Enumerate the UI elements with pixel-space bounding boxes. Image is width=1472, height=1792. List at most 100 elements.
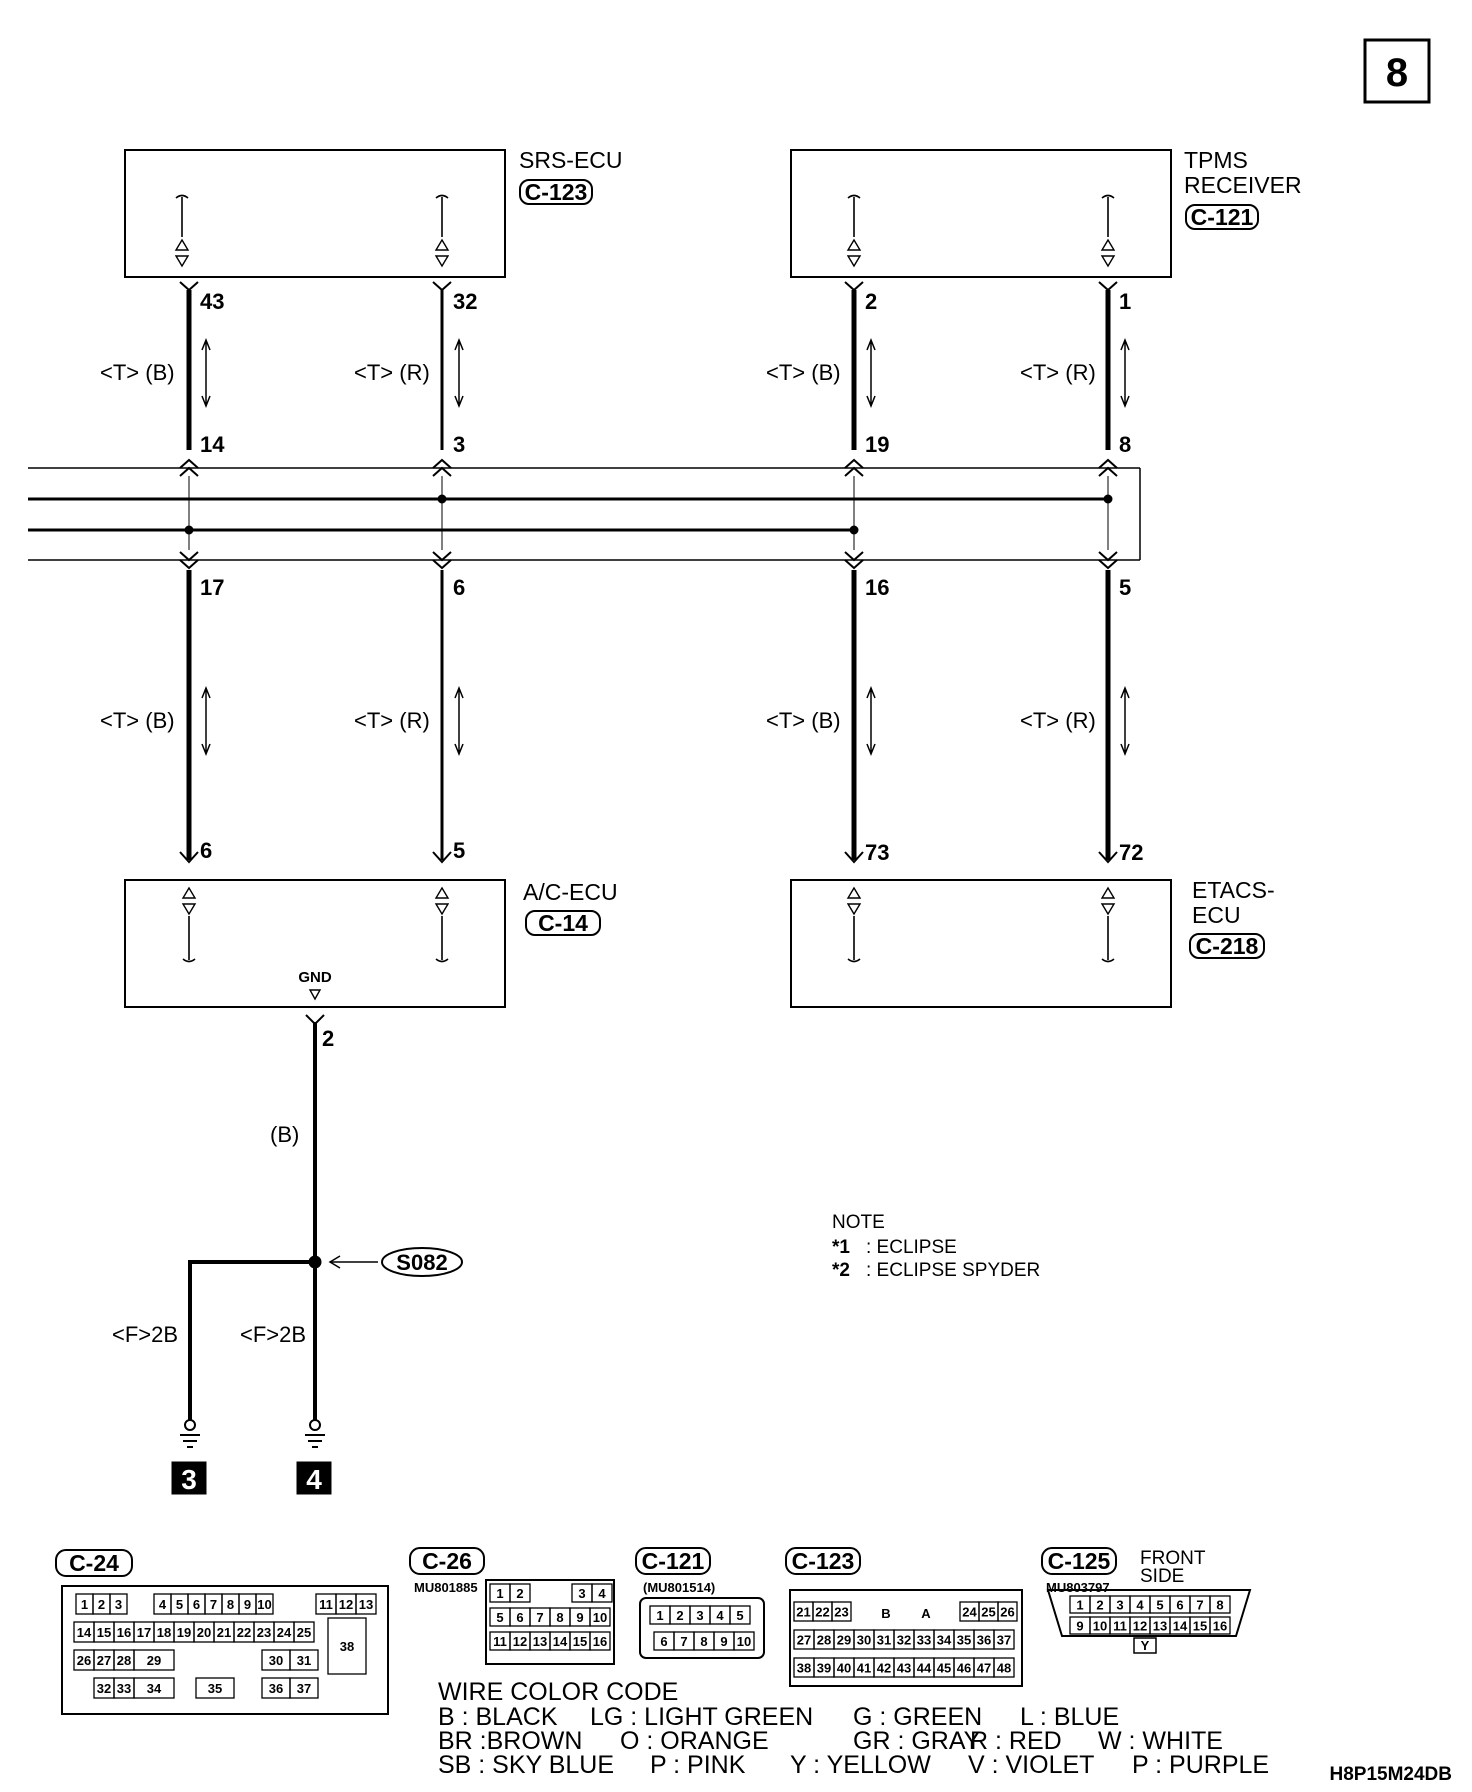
wcc-entry: W : WHITE (1098, 1727, 1223, 1755)
c121-part: (MU801514) (643, 1580, 715, 1595)
pin-jc-19: 19 (865, 432, 889, 457)
tpms-connector-badge (1185, 204, 1259, 230)
pin-tpms-1: 1 (1119, 289, 1131, 314)
pin-jc-8: 8 (1119, 432, 1131, 457)
c24-pin-14: 14 (77, 1625, 92, 1640)
etacs-label-line1: ETACS- (1192, 877, 1275, 903)
wcc-entry: BR :BROWN (438, 1727, 582, 1755)
c26-pin-3: 3 (578, 1586, 585, 1601)
ac-ecu-connector-code: C-14 (538, 910, 588, 936)
c24-pin-8: 8 (227, 1597, 234, 1612)
c123-pin-35: 35 (957, 1633, 971, 1648)
wcc-entry: L : BLUE (1020, 1703, 1119, 1731)
c123-pin-37: 37 (997, 1633, 1011, 1648)
c125-pin-11: 11 (1113, 1619, 1127, 1634)
pin-jc-14: 14 (200, 432, 225, 457)
c26-pin-10: 10 (593, 1610, 607, 1625)
wire-label-f2b-2: <F>2B (240, 1322, 306, 1347)
c24-code: C-24 (69, 1550, 119, 1576)
c123-section-label-B: B (881, 1606, 890, 1621)
c123-pin-26: 26 (1000, 1605, 1014, 1620)
note-mark-2: *2 (832, 1260, 850, 1281)
wcc-entry: P : PURPLE (1132, 1751, 1269, 1779)
wire-label-tr-2: <T> (R) (1020, 360, 1096, 385)
c123-pin-30: 30 (857, 1633, 871, 1648)
pin-ac-6: 6 (200, 838, 212, 863)
pin-jc-17: 17 (200, 575, 224, 600)
c123-pin-22: 22 (815, 1605, 829, 1620)
etacs-connector-code: C-218 (1196, 933, 1259, 959)
c26-pin-2: 2 (516, 1586, 523, 1601)
c24-pin-2: 2 (98, 1597, 105, 1612)
etacs-label-line2: ECU (1192, 902, 1241, 928)
c123-code: C-123 (792, 1548, 855, 1574)
page-number: 8 (1386, 51, 1408, 95)
note-text-2: : ECLIPSE SPYDER (866, 1260, 1040, 1281)
c24-pin-32: 32 (97, 1681, 111, 1696)
c26-pin-15: 15 (573, 1634, 587, 1649)
c125-pin-14: 14 (1173, 1619, 1188, 1634)
c24-pin-21: 21 (217, 1625, 231, 1640)
wcc-entry: B : BLACK (438, 1703, 558, 1731)
pin-jc-16: 16 (865, 575, 889, 600)
c121-code: C-121 (642, 1548, 705, 1574)
wcc-entry: R : RED (970, 1727, 1062, 1755)
c121-pin-8: 8 (700, 1634, 707, 1649)
wire-label-b: (B) (270, 1122, 299, 1147)
c123-pin-38: 38 (797, 1661, 811, 1676)
c123-pin-28: 28 (817, 1633, 831, 1648)
c24-pin-24: 24 (277, 1625, 292, 1640)
note-mark-1: *1 (832, 1237, 850, 1258)
c121-pin-7: 7 (680, 1634, 687, 1649)
pin-ac-5: 5 (453, 838, 465, 863)
c24-pin-13: 13 (359, 1597, 373, 1612)
c123-pin-31: 31 (877, 1633, 891, 1648)
ground-number-4: 4 (306, 1464, 322, 1495)
c121-pin-2: 2 (676, 1608, 683, 1623)
tpms-receiver-block: TPMS RECEIVER C-121 (790, 147, 1302, 278)
c125-side-line1: FRONT (1140, 1548, 1206, 1569)
ac-ecu-label: A/C-ECU (523, 879, 618, 905)
c125-pin-7: 7 (1196, 1598, 1203, 1613)
c24-pin-33: 33 (117, 1681, 131, 1696)
c24-pin-31: 31 (297, 1653, 311, 1668)
note-text-1: : ECLIPSE (866, 1237, 957, 1258)
c125-pin-9: 9 (1076, 1619, 1083, 1634)
c26-part: MU801885 (414, 1580, 478, 1595)
pin-numbers: 43 14 17 6 32 3 6 5 2 19 16 73 1 8 5 72 (200, 289, 1143, 865)
c24-pin-38: 38 (340, 1639, 354, 1654)
c125-pin-15: 15 (1193, 1619, 1207, 1634)
c125-pin-10: 10 (1093, 1619, 1107, 1634)
c26-pin-6: 6 (516, 1610, 523, 1625)
c24-pin-15: 15 (97, 1625, 111, 1640)
ground-point-3-box (171, 1461, 207, 1495)
c24-pin-26: 26 (77, 1653, 91, 1668)
c125-pin-13: 13 (1153, 1619, 1167, 1634)
c24-pin-27: 27 (97, 1653, 111, 1668)
wcc-entry: V : VIOLET (968, 1751, 1094, 1779)
c26-pin-8: 8 (556, 1610, 563, 1625)
c121-pin-5: 5 (736, 1608, 743, 1623)
wire-label-tb-2: <T> (B) (766, 360, 841, 385)
c26-pin-7: 7 (536, 1610, 543, 1625)
c24-pin-7: 7 (210, 1597, 217, 1612)
pin-jc-3: 3 (453, 432, 465, 457)
c123-pin-33: 33 (917, 1633, 931, 1648)
c24-pin-25: 25 (297, 1625, 311, 1640)
ground-point-4-box (296, 1461, 332, 1495)
joint-connector-block (28, 467, 1141, 570)
c125-pin-5: 5 (1156, 1598, 1163, 1613)
c125-pin-4: 4 (1136, 1598, 1144, 1613)
c123-pin-39: 39 (817, 1661, 831, 1676)
c123-pin-23: 23 (834, 1605, 848, 1620)
c123-pin-21: 21 (796, 1605, 810, 1620)
c24-pin-11: 11 (319, 1597, 333, 1612)
c24-pin-4: 4 (159, 1597, 167, 1612)
c24-pin-36: 36 (269, 1681, 283, 1696)
c121-pin-9: 9 (720, 1634, 727, 1649)
wire-label-tb-1: <T> (B) (100, 360, 175, 385)
c123-pin-25: 25 (981, 1605, 995, 1620)
c26-code: C-26 (422, 1548, 472, 1574)
